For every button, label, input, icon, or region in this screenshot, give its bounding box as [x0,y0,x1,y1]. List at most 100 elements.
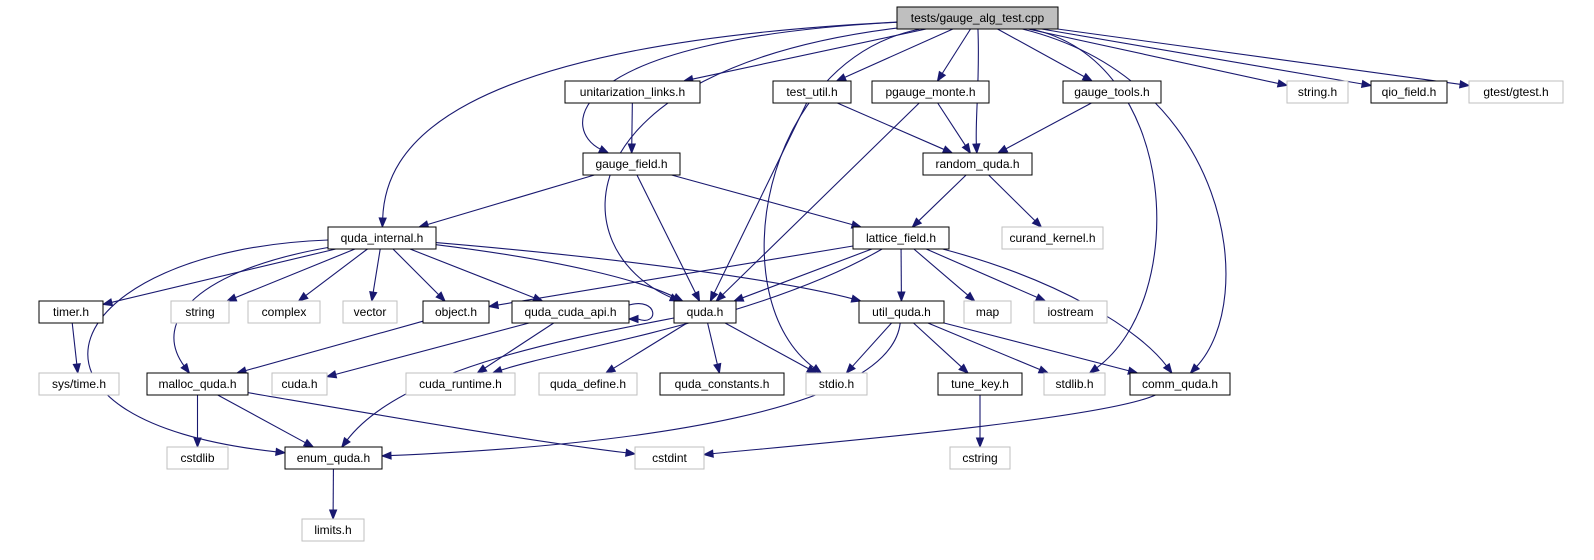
edge-quda-to-quda_constants [707,322,722,375]
node-label: quda.h [687,305,724,319]
node-util-quda[interactable]: util_quda.h [858,300,945,324]
edge-arrowhead [936,70,947,83]
node-box [772,80,852,104]
node-label: cuda_runtime.h [419,377,502,391]
node-lattice-field[interactable]: lattice_field.h [852,226,950,250]
edge-arrowhead [476,364,488,374]
edge-arrowhead [732,293,745,302]
node-box [1286,80,1349,104]
node-label: gauge_tools.h [1074,85,1149,99]
edge-line [913,322,963,368]
node-qio-field[interactable]: qio_field.h [1370,80,1448,104]
edge-arrowhead [328,509,338,521]
node-pgauge[interactable]: pgauge_monte.h [871,80,990,104]
edge-arrowhead [691,290,701,303]
edge-arrowhead [604,364,617,374]
edge-quda_internal-to-vector [369,248,381,303]
edge-line [636,174,697,295]
node-box [1033,300,1108,324]
edge-root-to-comm_quda [1022,28,1227,374]
edge-enum_quda-to-limits [328,468,338,521]
edge-arrowhead [1276,79,1289,88]
node-vector: vector [342,300,398,324]
node-limits: limits.h [301,518,365,542]
node-cuda-h: cuda.h [271,372,328,396]
node-quda-constants[interactable]: quda_constants.h [659,372,785,396]
node-object[interactable]: object.h [422,300,490,324]
node-label: cstdlib [180,451,214,465]
edge-root-to-gauge_tools [997,28,1094,82]
node-label: lattice_field.h [866,231,936,245]
node-root[interactable]: tests/gauge_alg_test.cpp [896,6,1059,30]
node-box [1043,372,1106,396]
node-quda[interactable]: quda.h [673,300,737,324]
node-label: gtest/gtest.h [1483,85,1548,99]
node-box [1129,372,1231,396]
edge-test_util-to-quda [709,102,808,303]
edge-quda_internal-to-util_quda [435,242,863,303]
node-malloc-quda[interactable]: malloc_quda.h [146,372,249,396]
node-string: string [170,300,230,324]
node-label: gauge_field.h [595,157,667,171]
edge-util_quda-to-stdio [845,322,892,375]
edge-arrowhead [1360,79,1373,89]
edge-line [435,242,854,300]
edge-arrowhead [340,436,351,449]
node-gauge-field[interactable]: gauge_field.h [582,152,681,176]
edge-arrowhead [1034,293,1047,302]
edge-line [721,102,920,296]
edge-arrowhead [180,362,191,375]
edge-arrowhead [435,291,446,302]
node-stdlib: stdlib.h [1043,372,1106,396]
edge-arrowhead [302,438,315,448]
node-cstdlib: cstdlib [166,446,229,470]
edge-malloc_quda-to-cstdint [247,392,637,457]
node-quda-define: quda_define.h [538,372,638,396]
edge-quda_internal-to-timer [101,248,336,307]
edge-arrowhead [101,298,114,307]
node-unitarization[interactable]: unitarization_links.h [564,80,701,104]
node-label: pgauge_monte.h [885,85,975,99]
edge-pgauge-to-quda [715,102,920,302]
node-timer[interactable]: timer.h [38,300,104,324]
node-comm-quda[interactable]: comm_quda.h [1129,372,1231,396]
edge-arrowhead [850,294,863,303]
node-random-quda[interactable]: random_quda.h [922,152,1033,176]
edge-line [612,322,688,370]
edge-test_util-to-random_quda [837,102,954,154]
node-tune-key[interactable]: tune_key.h [937,372,1023,396]
edge-quda_cuda_api-to-quda_cuda_api [627,303,654,324]
node-gauge-tools[interactable]: gauge_tools.h [1062,80,1162,104]
node-stdio: stdio.h [805,372,868,396]
edge-arrowhead [941,145,954,154]
node-label: stdlib.h [1055,377,1093,391]
edge-tune_key-to-cstring [975,395,985,449]
node-test-util[interactable]: test_util.h [772,80,852,104]
edge-quda_internal-to-malloc_quda [173,246,329,375]
node-box [170,300,230,324]
edge-line [71,322,78,366]
edge-arrowhead [378,217,387,229]
edge-malloc_quda-to-cstdlib [193,395,202,449]
edge-quda_internal-to-complex [297,248,368,302]
edge-line [334,322,530,376]
edge-quda_internal-to-object [392,248,446,302]
edge-line [372,248,381,294]
node-box [922,152,1033,176]
edge-line [247,392,628,454]
node-label: string.h [1298,85,1337,99]
edge-util_quda-to-tune_key [913,322,970,374]
edge-line [392,248,440,296]
node-quda-cuda-api[interactable]: quda_cuda_api.h [511,300,630,324]
edge-line [937,102,967,147]
edge-arrowhead [1031,217,1043,228]
edge-quda_cuda_api-to-cuda_h [325,322,530,379]
edge-arrowhead [1189,363,1201,374]
edges-layer [71,21,1471,521]
node-complex: complex [247,300,321,324]
node-quda-internal[interactable]: quda_internal.h [327,226,437,250]
node-label: test_util.h [786,85,837,99]
node-box [963,300,1012,324]
node-enum-quda[interactable]: enum_quda.h [284,446,383,470]
